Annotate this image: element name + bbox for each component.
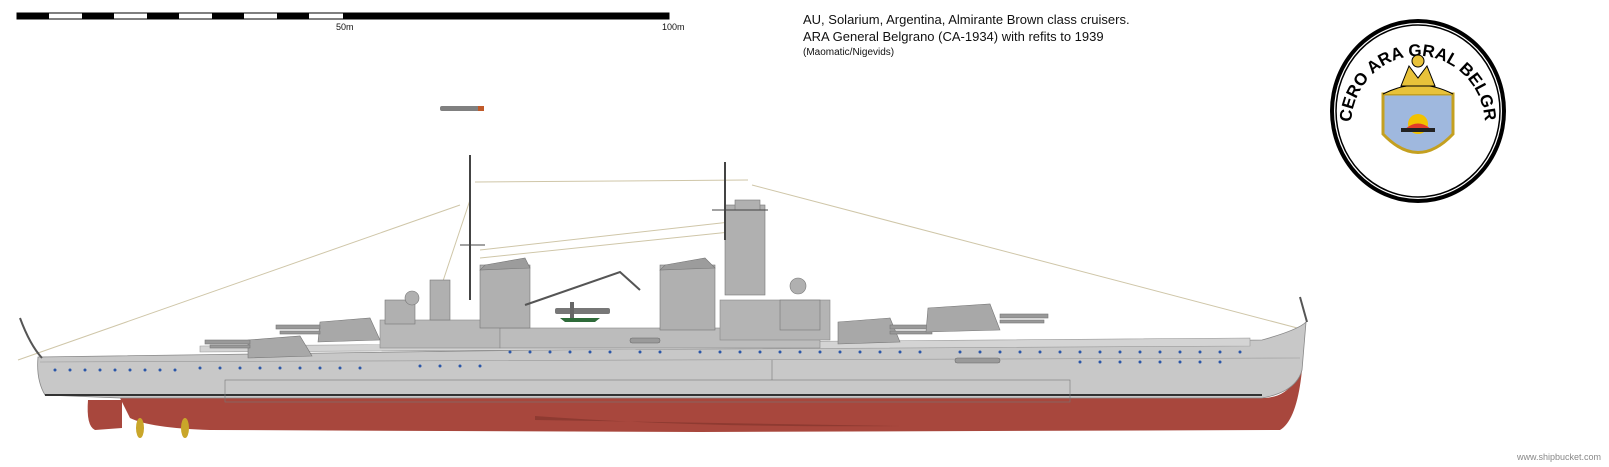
boats [629, 337, 1001, 364]
aft-tower [384, 257, 531, 329]
hull-lower-red [120, 370, 1302, 432]
caption-line-3: (Maomatic/Nigevids) [803, 47, 895, 58]
caption-line-2: ARA General Belgrano (CA-1934) with refi… [803, 29, 1104, 44]
rigging-lines [17, 179, 1306, 361]
scale-label-50m: 50m [336, 22, 354, 32]
torpedo-icon [440, 106, 484, 111]
caption-line-1: AU, Solarium, Argentina, Almirante Brown… [803, 12, 1130, 27]
watermark: www.shipbucket.com [1516, 452, 1601, 462]
fwd-tower [659, 199, 821, 331]
fwd-turret-2 [925, 303, 1049, 333]
fwd-turret-1 [837, 317, 937, 345]
propeller-icons [136, 418, 189, 438]
scale-label-100m: 100m [662, 22, 685, 32]
aft-turret-1 [275, 317, 381, 343]
crane-arm [524, 270, 641, 306]
portholes [53, 350, 1242, 372]
aft-turret-2 [204, 335, 313, 359]
seaplane-icon [555, 302, 610, 322]
ship-emblem: CRUCERO ARA GRAL BELGRANO [1323, 16, 1506, 203]
